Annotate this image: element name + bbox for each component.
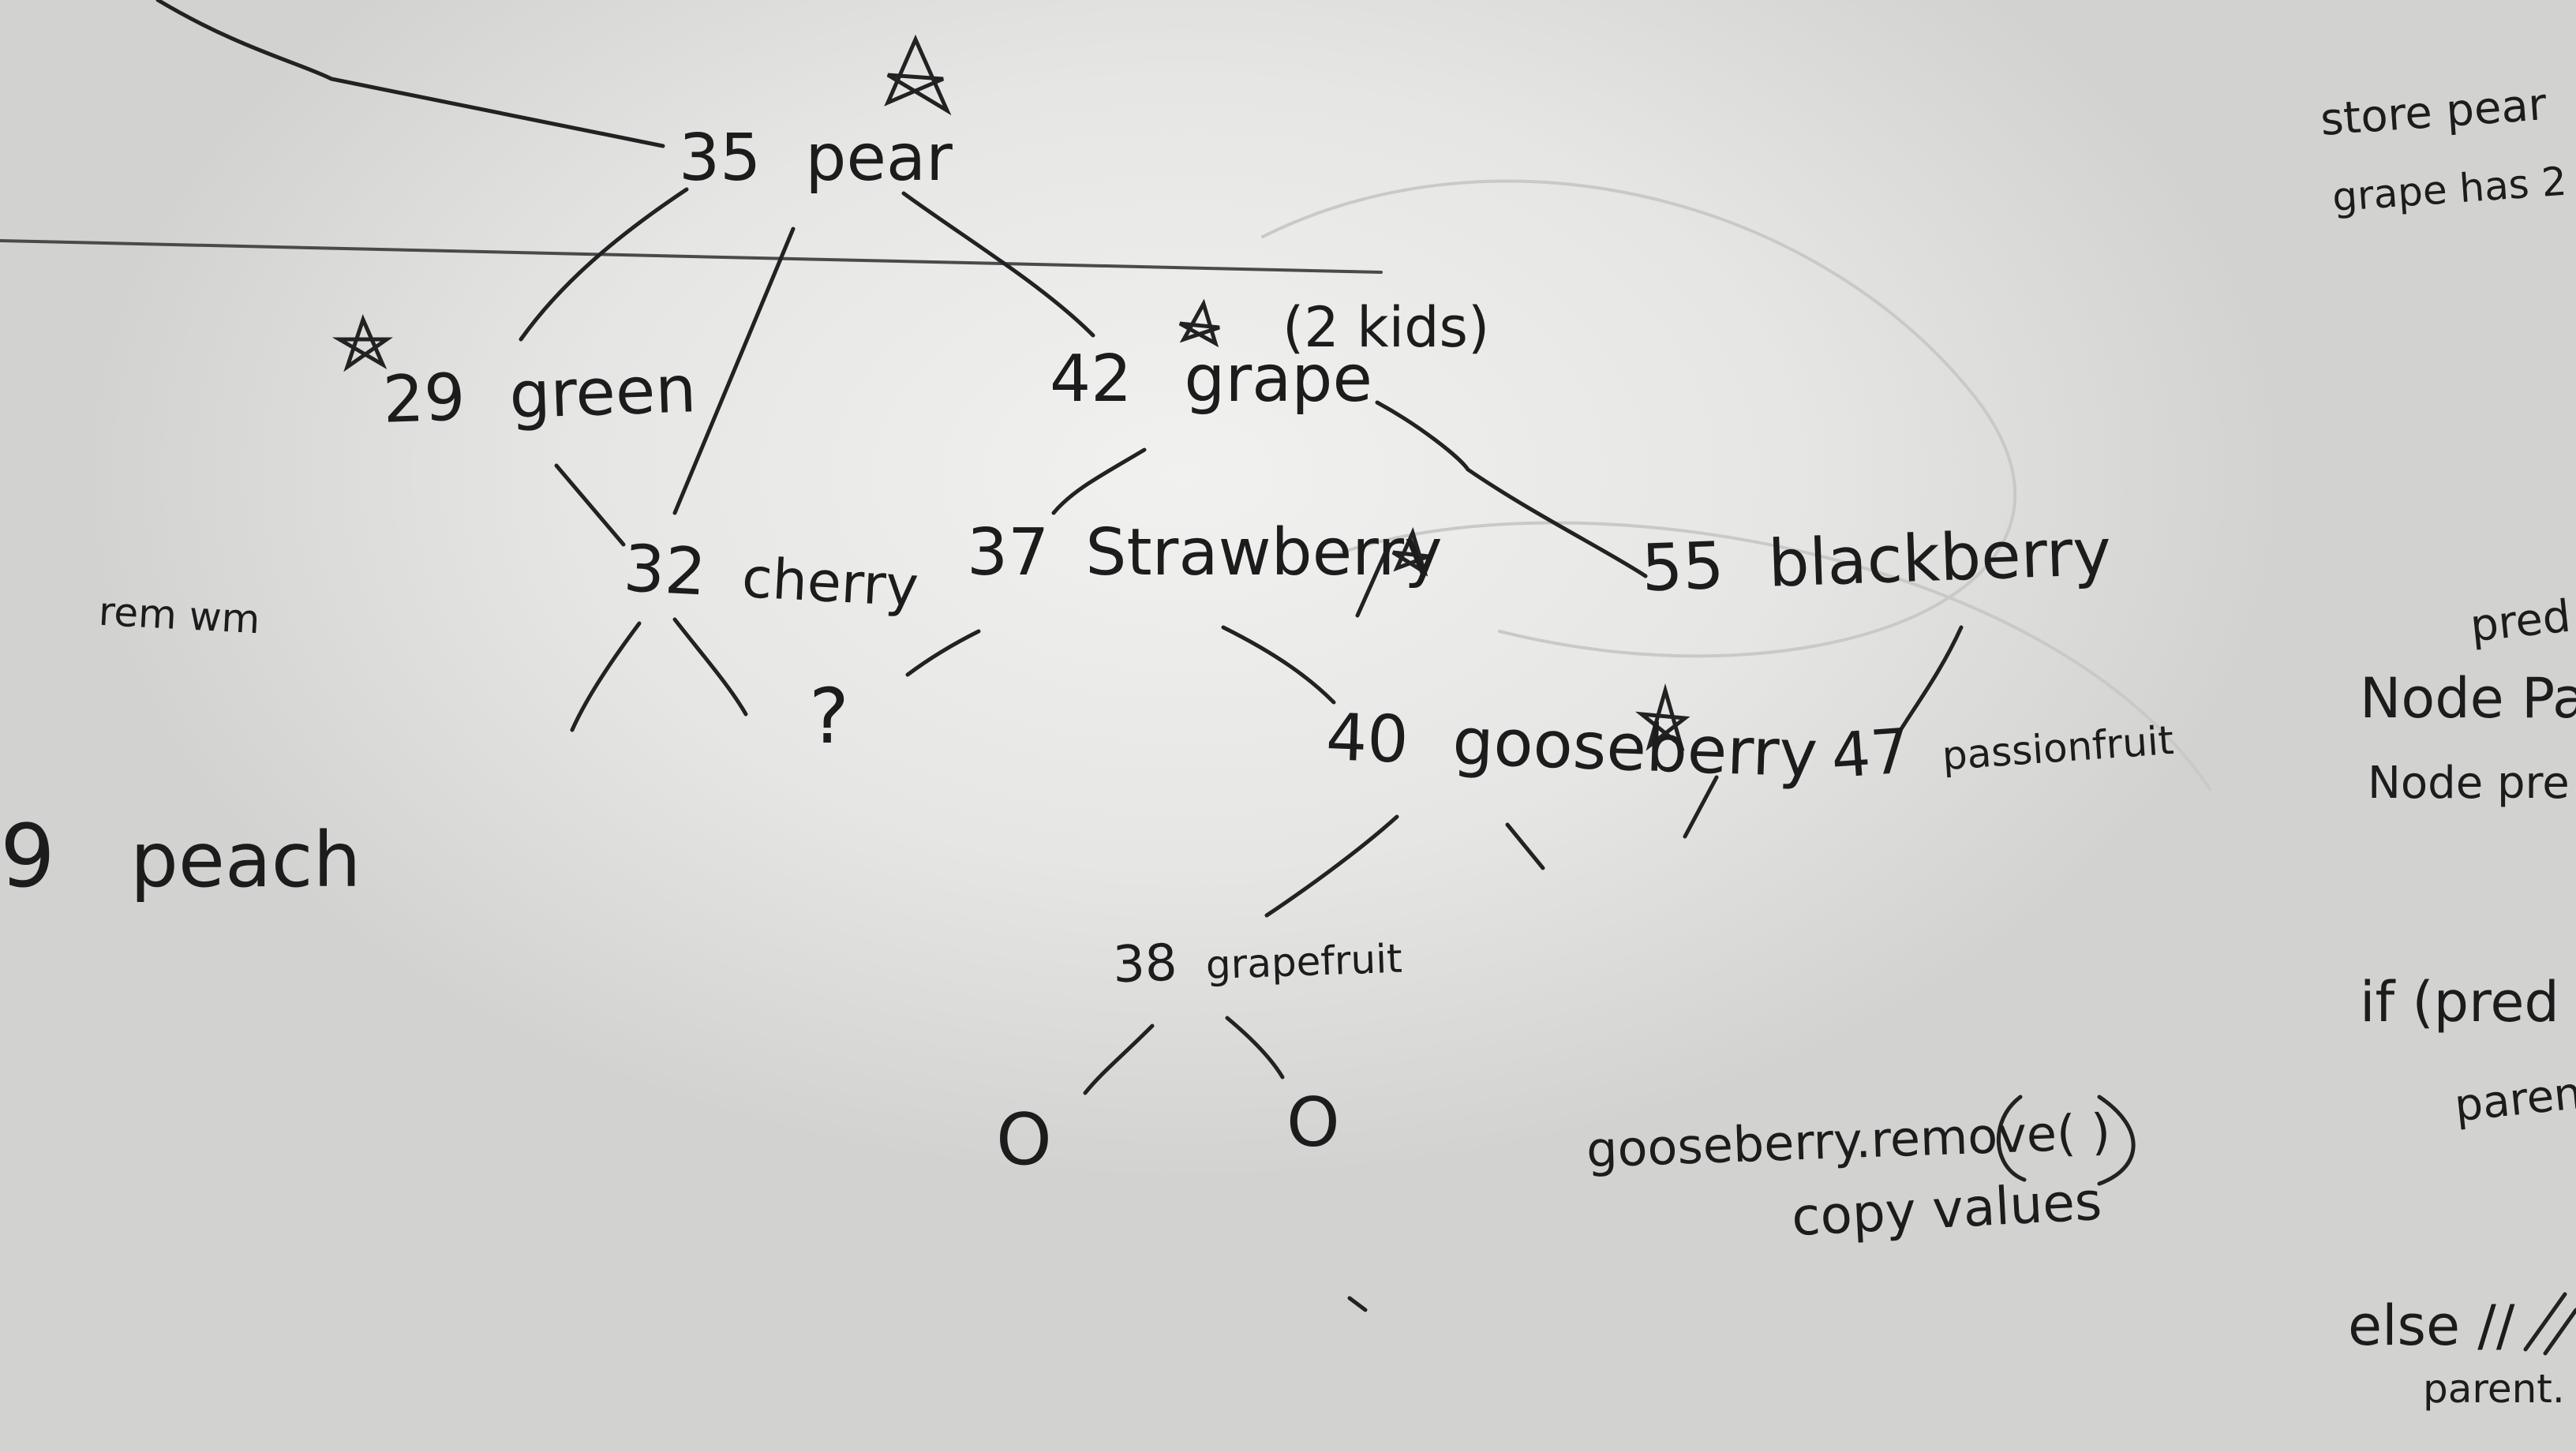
node-grape: 42 grape <box>1050 347 1372 412</box>
star-icon <box>1178 298 1220 348</box>
node-key: 35 <box>679 121 762 196</box>
node-label: green <box>507 352 698 434</box>
grape-note: (2 kids) <box>1282 295 1490 360</box>
opening-paren <box>1996 1095 2027 1182</box>
node-blackberry: 55 blackberry <box>1641 515 2113 607</box>
star-icon <box>331 314 393 372</box>
edge-green-cherry <box>554 463 626 547</box>
note-parent-dot: parent. <box>2423 1366 2565 1412</box>
node-label: grapefruit <box>1204 935 1403 989</box>
node-key: 37 <box>967 515 1050 590</box>
node-label: peach <box>129 816 361 904</box>
node-strawberry: 37 Strawberry <box>967 521 1443 586</box>
note-if-pred: if (pred <box>2360 970 2559 1035</box>
edge-grape-strawberry <box>1051 447 1147 515</box>
node-key: 38 <box>1111 934 1178 995</box>
note-parent: parent <box>2452 1065 2576 1132</box>
slash-mark <box>2523 1292 2567 1352</box>
node-key: 29 <box>381 360 467 438</box>
edge-pear-cherry <box>672 226 796 515</box>
horizontal-line <box>0 239 1383 274</box>
node-label: gooseberry <box>1451 704 1819 792</box>
note-else: else // <box>2348 1293 2515 1358</box>
node-key: 47 <box>1829 716 1912 793</box>
gooseberry-tail <box>1683 775 1719 839</box>
edge-grapefruit-right <box>1225 1016 1285 1080</box>
node-label: Strawberry <box>1085 515 1443 590</box>
note-pred: pred <box>2467 590 2574 653</box>
edge-strawberry-gooseberry <box>1221 625 1336 705</box>
edge-grapefruit-left <box>1083 1024 1155 1095</box>
incoming-edge <box>155 0 665 148</box>
node-key: 32 <box>621 531 708 611</box>
edge-cherry-left <box>570 621 642 732</box>
edge-gooseberry-right <box>1505 822 1545 870</box>
node-pear: 35 pear <box>679 126 953 191</box>
node-label: blackberry <box>1766 515 2113 602</box>
node-grapefruit: 38 grapefruit <box>1112 930 1403 995</box>
null-leaf-right: O <box>1286 1083 1340 1162</box>
note-node-pre: Node pre <box>2368 758 2570 809</box>
star-icon <box>1391 526 1429 577</box>
edge-grape-blackberry <box>1375 400 1648 578</box>
stray-mark <box>1347 1296 1368 1312</box>
node-label: pear <box>805 121 953 196</box>
note-rem-wm: rem wm <box>97 588 261 643</box>
node-key: 55 <box>1640 528 1726 607</box>
strawberry-tail <box>1355 542 1391 618</box>
edge-strawberry-left <box>905 629 981 677</box>
edge-pear-green <box>519 187 689 342</box>
null-leaf-left: O <box>996 1098 1052 1181</box>
node-peach: 9 peach <box>0 813 361 900</box>
note-node-par: Node Par <box>2360 666 2576 731</box>
unknown-child-mark: ? <box>809 672 849 761</box>
ghost-scribble <box>1261 179 2016 658</box>
star-icon <box>1634 683 1690 751</box>
node-label: grape <box>1184 342 1372 417</box>
copy-values-note: copy values <box>1790 1170 2103 1248</box>
node-label: cherry <box>740 545 920 619</box>
node-key: 40 <box>1324 700 1410 778</box>
node-key: 42 <box>1050 342 1133 417</box>
edge-gooseberry-grapefruit <box>1264 814 1399 918</box>
node-gooseberry: 40 gooseberry <box>1325 700 1819 792</box>
closing-paren <box>2097 1095 2136 1186</box>
ghost-scribble <box>1340 521 2211 791</box>
edge-blackberry-passionfruit <box>1896 625 1964 736</box>
node-key: 9 <box>0 806 55 907</box>
star-icon <box>884 34 952 116</box>
slash-mark <box>2543 1308 2576 1356</box>
node-green: 29 green <box>381 352 697 438</box>
edge-pear-grape <box>901 191 1095 338</box>
edge-cherry-right <box>672 617 748 717</box>
